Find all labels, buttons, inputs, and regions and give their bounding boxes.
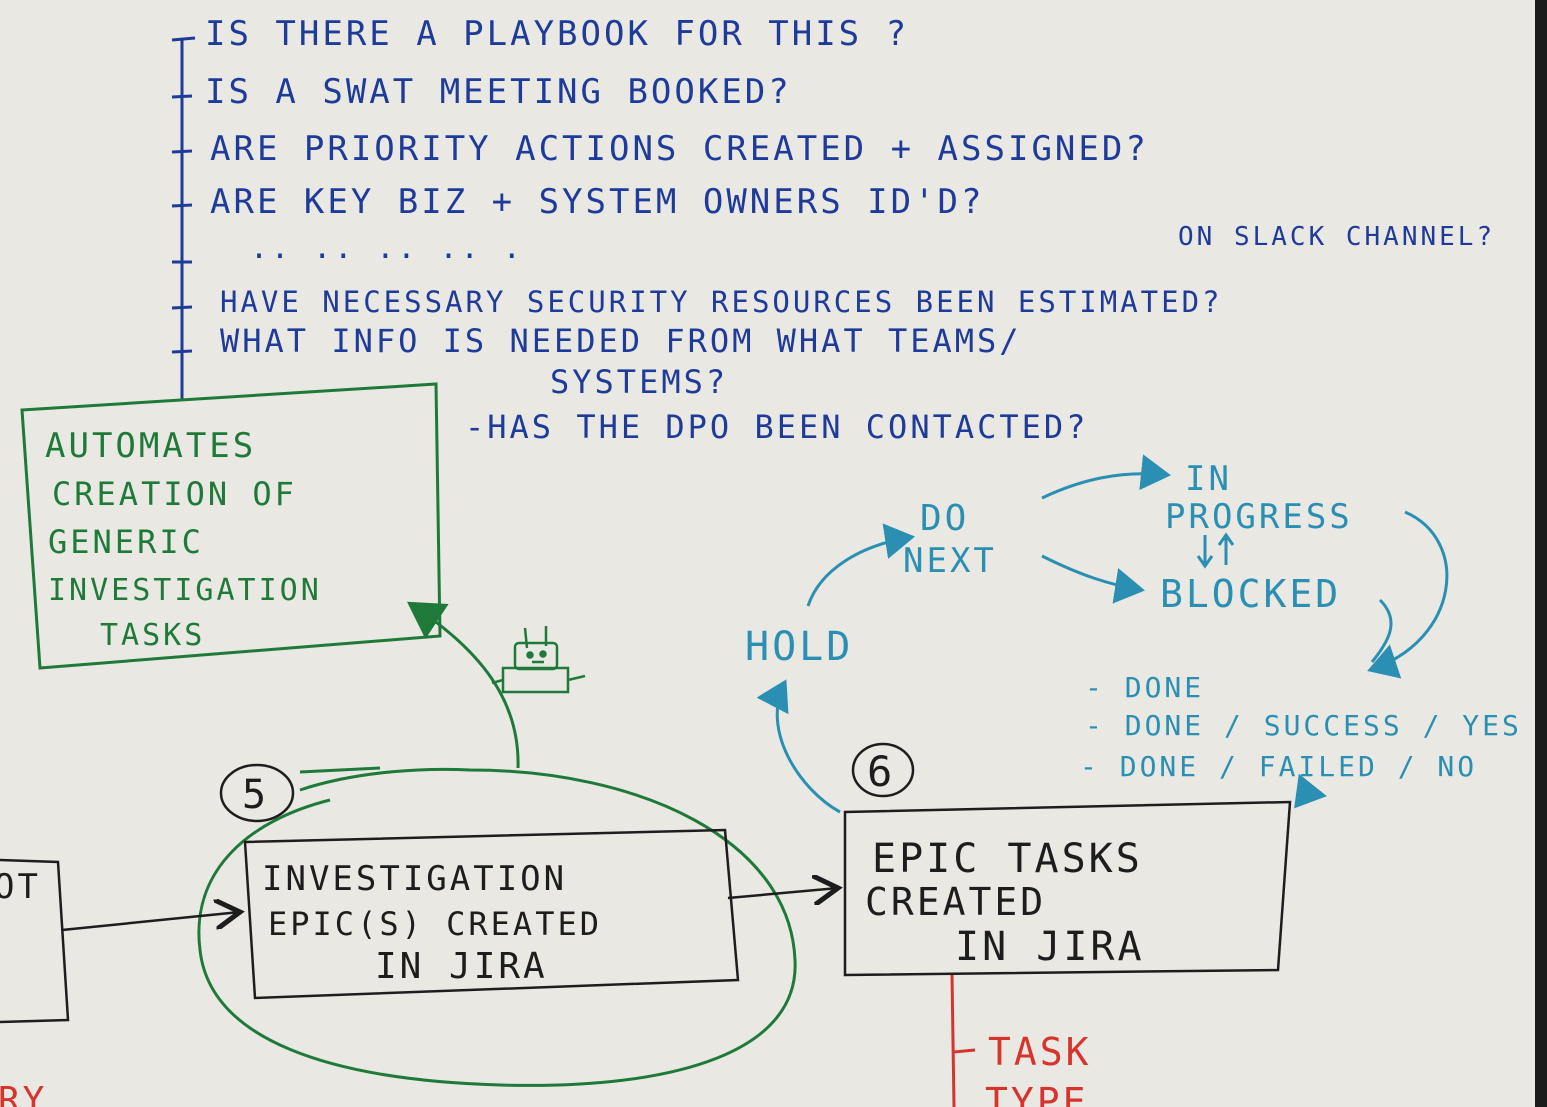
epic-box: EPIC TASKS CREATED IN JIRA (843, 800, 1292, 977)
checklist-bracket (171, 36, 196, 400)
robot-icon (491, 626, 586, 694)
checklist-item-info: WHAT INFO IS NEEDED FROM WHAT TEAMS/ (220, 322, 1022, 360)
step5-ellipse (197, 766, 797, 1087)
arrow-progress-to-done (1367, 510, 1449, 679)
checklist-item-owners: ARE KEY BIZ + SYSTEM OWNERS ID'D? (210, 182, 985, 222)
step-5-marker: 5 (219, 763, 295, 823)
checklist-item-systems: SYSTEMS? (550, 363, 728, 401)
arrow-donext-to-inprogress (1041, 454, 1171, 500)
investigation-line-2: EPIC(S) CREATED (268, 905, 602, 943)
ditto-marks: .. .. .. .. . (250, 231, 524, 266)
arrow-hold-to-donext (806, 523, 915, 607)
checklist-item-security: HAVE NECESSARY SECURITY RESOURCES BEEN E… (220, 285, 1223, 319)
arrow-donext-to-blocked (1041, 554, 1145, 604)
arrow-done-to-epic (1294, 773, 1327, 809)
automation-arrow (406, 601, 520, 769)
workflow-in: IN (1185, 459, 1232, 499)
checklist-item-priority: ARE PRIORITY ACTIONS CREATED + ASSIGNED? (210, 129, 1149, 169)
checklist: IS THERE A PLAYBOOK FOR THIS ? IS A SWAT… (205, 14, 1495, 446)
left-fragment-text: OT (0, 867, 41, 907)
checklist-item-slack: ON SLACK CHANNEL? (1178, 222, 1495, 252)
workflow-done: - DONE (1085, 671, 1204, 704)
task-type-line-1: TASK (988, 1030, 1092, 1074)
arrow-to-investigation (61, 912, 240, 932)
checklist-item-playbook: IS THERE A PLAYBOOK FOR THIS ? (205, 14, 909, 54)
workflow-next: NEXT (903, 541, 997, 581)
workflow-done-failed: - DONE / FAILED / NO (1080, 750, 1477, 783)
workflow-hold: HOLD (745, 624, 853, 670)
automation-line-1: AUTOMATES (45, 426, 256, 466)
automation-line-5: TASKS (100, 618, 205, 653)
task-type-branch: TASK TYPE (950, 974, 1092, 1107)
workflow-blocked: BLOCKED (1160, 572, 1341, 616)
task-type-line-2: TYPE (985, 1080, 1089, 1107)
right-edge-shadow (1535, 0, 1547, 1107)
workflow: HOLD DO NEXT IN PROGRESS BLOCKED - DONE … (745, 454, 1522, 814)
epic-line-2: CREATED (865, 880, 1046, 924)
workflow-progress: PROGRESS (1165, 497, 1353, 537)
step-5-number: 5 (242, 772, 266, 818)
automation-line-4: INVESTIGATION (48, 573, 322, 608)
step-6-number: 6 (867, 747, 892, 796)
step-6-marker: 6 (851, 742, 915, 798)
arrow-epic-to-hold (756, 679, 841, 814)
arrow-blocked-to-done (1370, 598, 1393, 663)
automation-box: AUTOMATES CREATION OF GENERIC INVESTIGAT… (20, 382, 442, 670)
workflow-done-success: - DONE / SUCCESS / YES (1085, 709, 1522, 742)
workflow-do: DO (920, 498, 969, 539)
bottom-left-fragment: RY (0, 1080, 47, 1107)
investigation-box: INVESTIGATION EPIC(S) CREATED IN JIRA (243, 828, 740, 1000)
left-fragment-box: OT (0, 858, 70, 1024)
automation-line-2: CREATION OF (52, 475, 297, 513)
epic-line-1: EPIC TASKS (872, 836, 1143, 882)
investigation-line-1: INVESTIGATION (262, 859, 567, 899)
investigation-line-3: IN JIRA (375, 946, 548, 987)
epic-line-3: IN JIRA (955, 924, 1145, 970)
automation-line-3: GENERIC (48, 523, 204, 561)
arrow-to-epic (727, 888, 838, 898)
checklist-item-swat: IS A SWAT MEETING BOOKED? (205, 72, 792, 112)
checklist-item-dpo: -HAS THE DPO BEEN CONTACTED? (465, 408, 1088, 446)
